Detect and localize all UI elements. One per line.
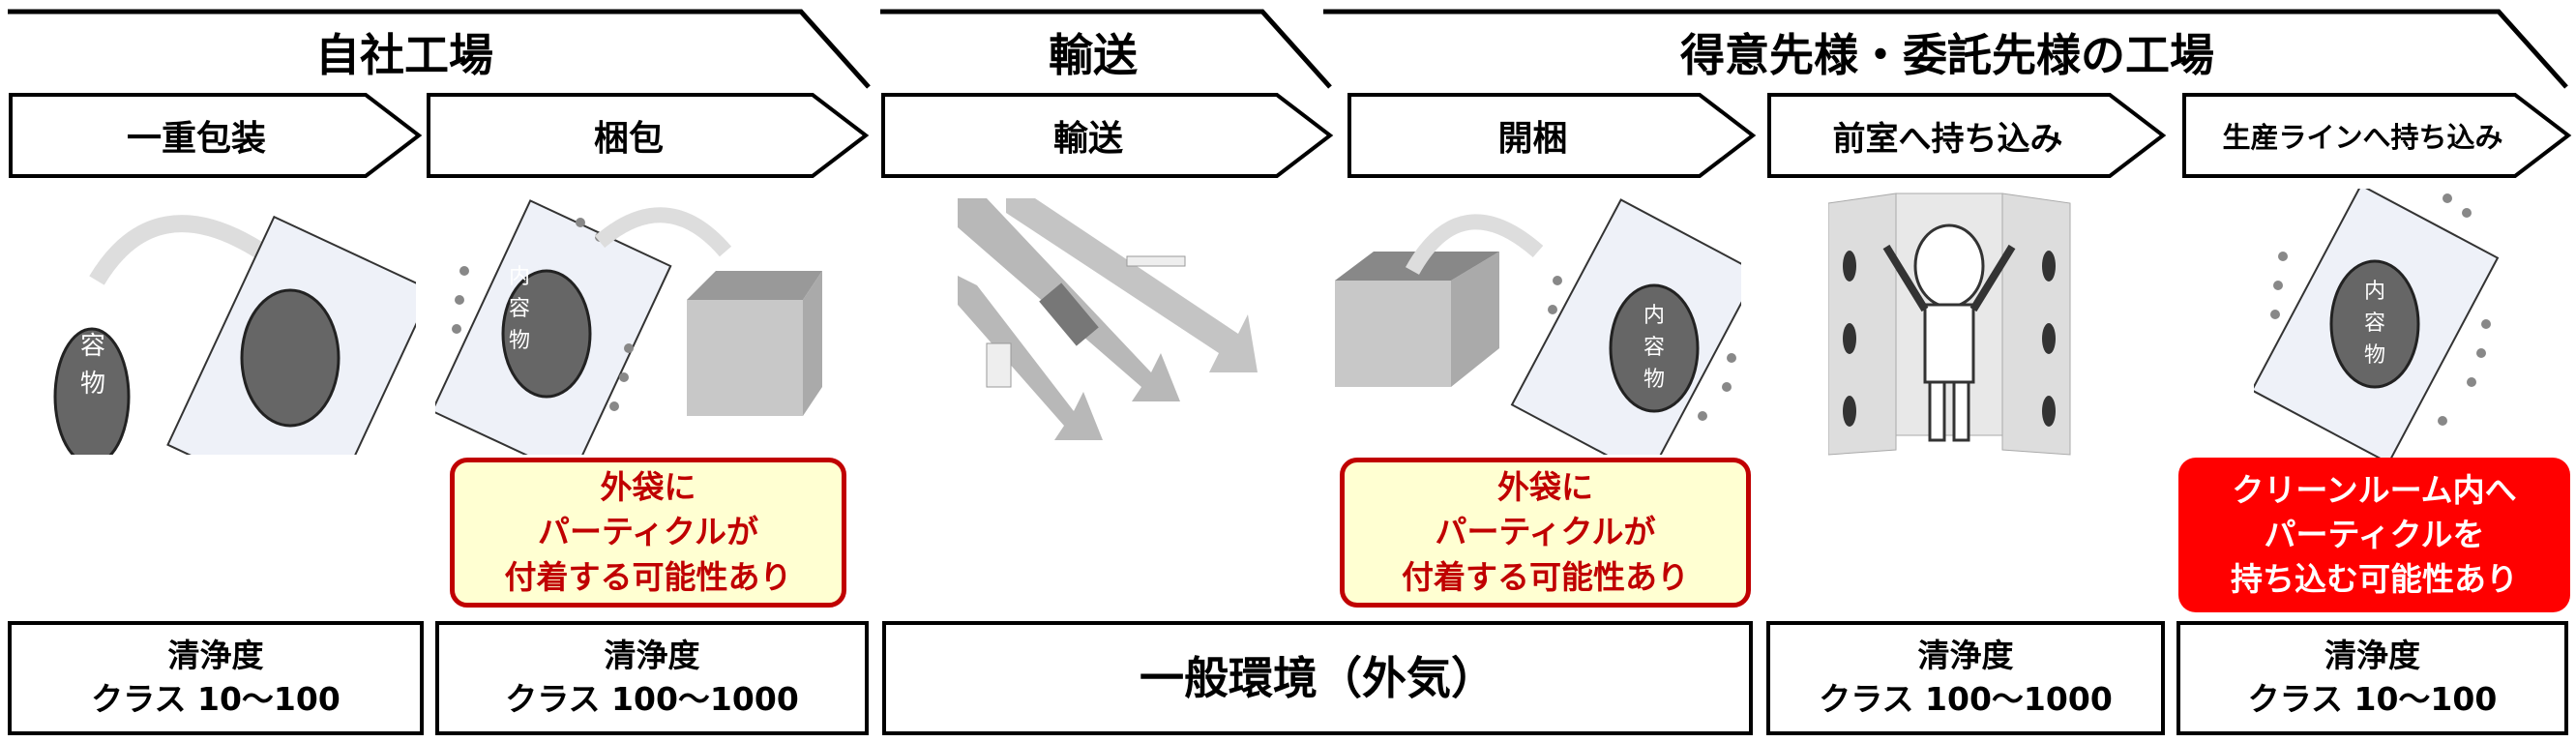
char: 内: [508, 265, 530, 289]
step-production-line: 生産ラインへ持ち込み: [2181, 92, 2573, 179]
warning-callout-crating: 外袋に パーティクルが 付着する可能性あり: [450, 458, 846, 608]
cleanliness-box-anteroom: 清浄度 クラス 100～1000: [1766, 621, 2165, 735]
cleanliness-value: クラス 10～100: [2247, 680, 2498, 718]
unpacking-illustration: [1335, 198, 1741, 455]
cleanliness-box-single-packaging: 清浄度 クラス 10～100: [8, 621, 424, 735]
stage-banner-transport: 輸送: [880, 8, 1335, 90]
transport-illustration: [958, 198, 1258, 440]
step-unpacking: 開梱: [1347, 92, 1758, 179]
callout-line: 外袋に: [600, 468, 696, 507]
step-label: 開梱: [1497, 119, 1568, 159]
cleanliness-title: 清浄度: [167, 637, 264, 675]
callout-line: クリーンルーム内へ: [2232, 470, 2517, 509]
step-transport: 輸送: [880, 92, 1335, 179]
char: 物: [79, 370, 105, 399]
callout-line: パーティクルが: [537, 513, 759, 551]
callout-line: 付着する可能性あり: [1402, 557, 1689, 596]
char: 容: [508, 297, 530, 321]
cleanliness-box-transport: 一般環境（外気）: [882, 621, 1753, 735]
callout-line: パーティクルを: [2264, 515, 2485, 553]
cleanliness-title: 清浄度: [604, 637, 700, 675]
char: 容: [79, 332, 105, 361]
callout-line: 外袋に: [1497, 468, 1593, 507]
stage-label: 得意先様・委託先様の工場: [1680, 29, 2214, 81]
step-label: 輸送: [1052, 119, 1123, 159]
step-single-packaging: 一重包装: [8, 92, 424, 179]
contents-label: 内容物: [75, 290, 110, 403]
person-icon: [1882, 223, 2016, 442]
stage-banner-customer-factory: 得意先様・委託先様の工場: [1323, 8, 2571, 90]
contents-label: 内容物: [2360, 276, 2389, 371]
callout-line: パーティクルが: [1435, 513, 1656, 551]
step-label: 一重包装: [126, 119, 266, 159]
single-packaging-illustration: [53, 215, 416, 455]
char: 物: [2363, 343, 2385, 368]
callout-line: 付着する可能性あり: [504, 557, 792, 596]
char: 物: [508, 329, 530, 353]
crating-illustration: [435, 199, 822, 455]
truck-icon: [986, 342, 1012, 388]
cleanliness-box-crating: 清浄度 クラス 100～1000: [435, 621, 869, 735]
stage-label: 自社工場: [315, 29, 493, 81]
air-shower-illustration: [1828, 193, 2071, 456]
ship-icon: [1039, 282, 1099, 346]
char: 内: [1643, 304, 1665, 328]
step-label: 前室へ持ち込み: [1832, 119, 2063, 159]
stage-banner-own-factory: 自社工場: [8, 8, 873, 90]
alert-callout-production-line: クリーンルーム内へ パーティクルを 持ち込む可能性あり: [2178, 458, 2570, 612]
production-line-illustration: [2254, 189, 2500, 460]
cleanliness-value: クラス 10～100: [91, 680, 341, 718]
char: 物: [1643, 368, 1665, 392]
char: 容: [1643, 336, 1665, 360]
cleanliness-title: 清浄度: [2324, 637, 2420, 675]
cleanliness-box-production-line: 清浄度 クラス 10～100: [2176, 621, 2568, 735]
step-label: 梱包: [593, 119, 664, 159]
contents-label: 内容物: [505, 261, 534, 357]
contents-label: 内容物: [1640, 300, 1669, 396]
cleanliness-value: 一般環境（外気）: [1140, 651, 1495, 704]
char: 容: [2363, 312, 2385, 336]
cleanliness-value: クラス 100～1000: [1819, 680, 2113, 718]
step-crating: 梱包: [426, 92, 871, 179]
callout-line: 持ち込む可能性あり: [2231, 560, 2518, 599]
step-label: 生産ラインへ持ち込み: [2222, 121, 2503, 154]
stage-label: 輸送: [1049, 29, 1138, 81]
char: 内: [79, 294, 105, 323]
cleanliness-title: 清浄度: [1917, 637, 2014, 675]
airplane-icon: [1126, 255, 1186, 267]
step-anteroom: 前室へ持ち込み: [1766, 92, 2168, 179]
cleanliness-value: クラス 100～1000: [505, 680, 799, 718]
warning-callout-unpacking: 外袋に パーティクルが 付着する可能性あり: [1340, 458, 1751, 608]
char: 内: [2363, 280, 2385, 304]
